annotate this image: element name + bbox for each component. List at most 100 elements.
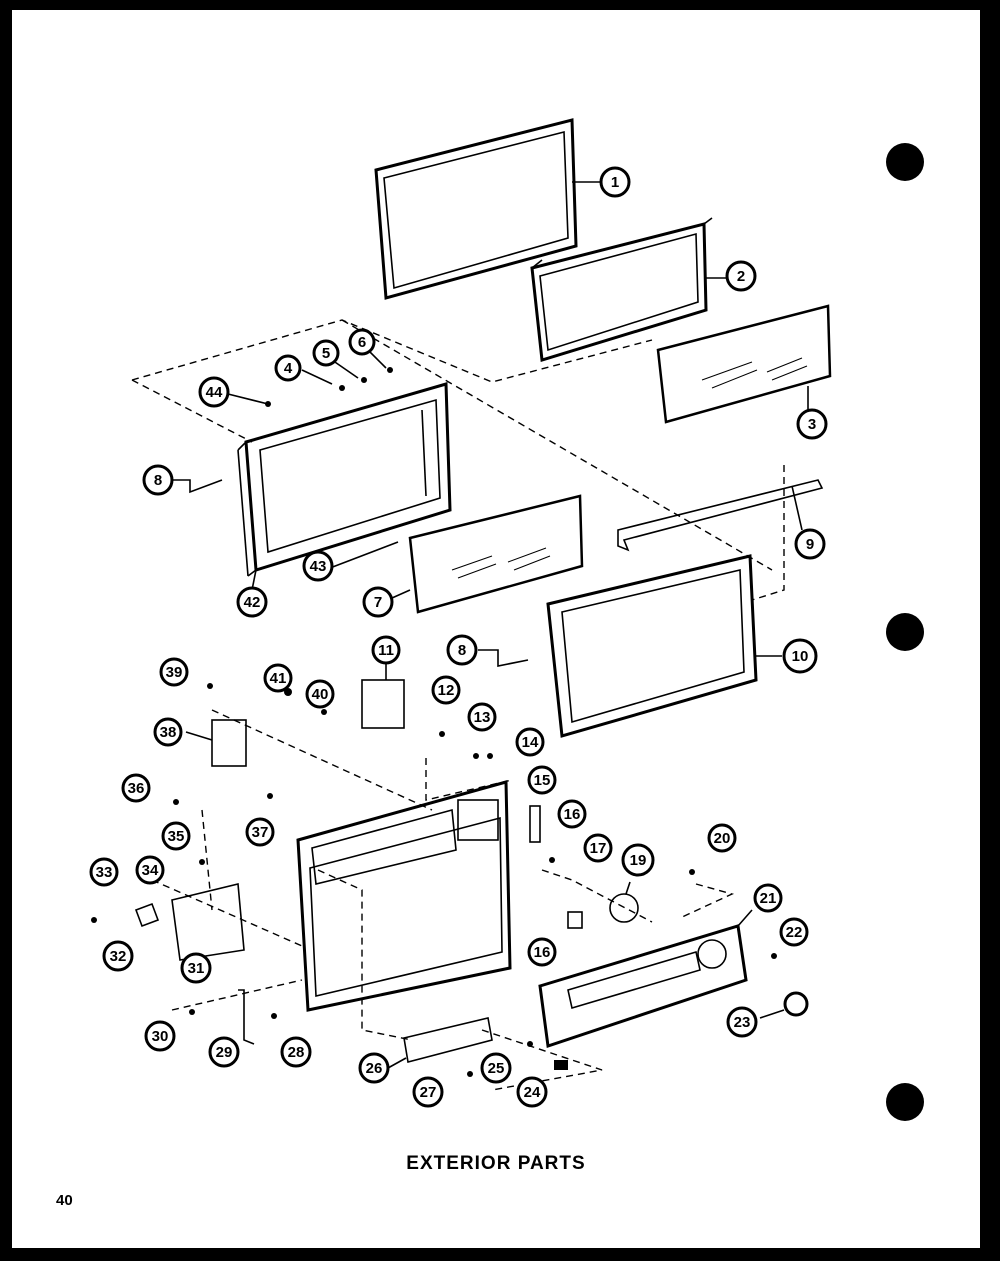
part-plate [171, 883, 245, 968]
assembly-dashed-lines-upper [131, 319, 785, 601]
part-bottom-bracket [387, 1017, 493, 1069]
svg-text:5: 5 [322, 345, 330, 362]
callout-1: 1 [599, 166, 631, 198]
callout-40: 40 [305, 679, 335, 709]
svg-text:12: 12 [438, 682, 455, 699]
svg-text:23: 23 [734, 1014, 751, 1031]
svg-text:2: 2 [737, 268, 745, 285]
part-timer [361, 662, 405, 729]
svg-text:26: 26 [366, 1060, 383, 1077]
svg-text:3: 3 [808, 416, 816, 433]
callout-8-lower: 8 [446, 634, 478, 666]
callout-22: 22 [779, 917, 809, 947]
callout-36: 36 [121, 773, 151, 803]
small-screws [91, 683, 777, 1077]
callout-42: 42 [236, 586, 268, 618]
callout-25: 25 [480, 1052, 512, 1084]
part-knob [759, 991, 809, 1019]
callout-31: 31 [180, 952, 212, 984]
svg-text:24: 24 [524, 1084, 541, 1101]
svg-text:37: 37 [252, 824, 269, 841]
part-glass-panel-door [391, 494, 584, 614]
svg-text:41: 41 [270, 670, 287, 687]
svg-text:21: 21 [760, 890, 777, 907]
part-control-housing [151, 709, 735, 1091]
callout-13: 13 [467, 702, 497, 732]
svg-text:31: 31 [188, 960, 205, 977]
callout-23: 23 [726, 1006, 758, 1038]
svg-text:1: 1 [611, 174, 619, 191]
svg-text:44: 44 [206, 384, 223, 401]
svg-text:19: 19 [630, 852, 647, 869]
svg-text:4: 4 [284, 360, 293, 377]
svg-text:7: 7 [374, 594, 382, 611]
callout-44: 44 [198, 376, 230, 408]
binder-hole-top [886, 143, 924, 181]
svg-text:27: 27 [420, 1084, 437, 1101]
svg-text:25: 25 [488, 1060, 505, 1077]
svg-text:20: 20 [714, 830, 731, 847]
part-inner-frame [530, 217, 728, 362]
svg-text:30: 30 [152, 1028, 169, 1045]
callout-35: 35 [161, 821, 191, 851]
part-dial [609, 881, 639, 923]
svg-text:15: 15 [534, 772, 551, 789]
callout-32: 32 [102, 940, 134, 972]
part-latch [134, 902, 160, 928]
part-handle-bar [617, 479, 824, 552]
svg-text:38: 38 [160, 724, 177, 741]
svg-text:9: 9 [806, 536, 814, 553]
exploded-view-diagram: 1 2 3 4 5 6 7 8 8 9 10 11 12 13 14 15 16… [89, 118, 832, 1108]
diagram-caption: EXTERIOR PARTS [406, 1153, 586, 1174]
callout-4: 4 [274, 354, 302, 382]
callout-26: 26 [358, 1052, 390, 1084]
callout-17: 17 [583, 833, 613, 863]
svg-text:16: 16 [564, 806, 581, 823]
svg-text:6: 6 [358, 334, 366, 351]
callout-10: 10 [782, 638, 818, 674]
callout-19: 19 [621, 843, 655, 877]
callout-38: 38 [153, 717, 183, 747]
callout-6: 6 [348, 328, 376, 356]
callout-16-lower: 16 [527, 937, 557, 967]
callout-33: 33 [89, 857, 119, 887]
part-front-frame [546, 554, 782, 738]
svg-text:16: 16 [534, 944, 551, 961]
svg-text:36: 36 [128, 780, 145, 797]
svg-text:8: 8 [458, 642, 466, 659]
part-connectors [529, 805, 583, 929]
callout-11: 11 [371, 635, 401, 665]
part-glass-panel-top [656, 304, 832, 424]
svg-text:14: 14 [522, 734, 539, 751]
svg-text:13: 13 [474, 709, 491, 726]
part-control-panel [538, 909, 753, 1048]
svg-text:43: 43 [310, 558, 327, 575]
callout-5: 5 [312, 339, 340, 367]
callout-21: 21 [753, 883, 783, 913]
callout-29: 29 [208, 1036, 240, 1068]
callout-16-upper: 16 [557, 799, 587, 829]
parts-diagram-page: 1 2 3 4 5 6 7 8 8 9 10 11 12 13 14 15 16… [12, 10, 980, 1248]
callout-27: 27 [412, 1076, 444, 1108]
svg-text:33: 33 [96, 864, 113, 881]
callout-20: 20 [707, 823, 737, 853]
callout-34: 34 [135, 855, 165, 885]
part-bracket-lines [172, 479, 529, 667]
svg-text:10: 10 [792, 648, 809, 665]
part-switch [185, 719, 247, 767]
svg-text:32: 32 [110, 948, 127, 965]
callout-3: 3 [796, 408, 828, 440]
svg-text:39: 39 [166, 664, 183, 681]
callout-39: 39 [159, 657, 189, 687]
callout-41: 41 [263, 663, 293, 693]
page-number: 40 [56, 1192, 73, 1209]
binder-hole-middle [886, 613, 924, 651]
svg-text:17: 17 [590, 840, 607, 857]
callout-30: 30 [144, 1020, 176, 1052]
svg-text:35: 35 [168, 828, 185, 845]
svg-text:34: 34 [142, 862, 159, 879]
callout-28: 28 [280, 1036, 312, 1068]
callout-7: 7 [362, 586, 394, 618]
svg-text:8: 8 [154, 472, 162, 489]
callout-37: 37 [245, 817, 275, 847]
